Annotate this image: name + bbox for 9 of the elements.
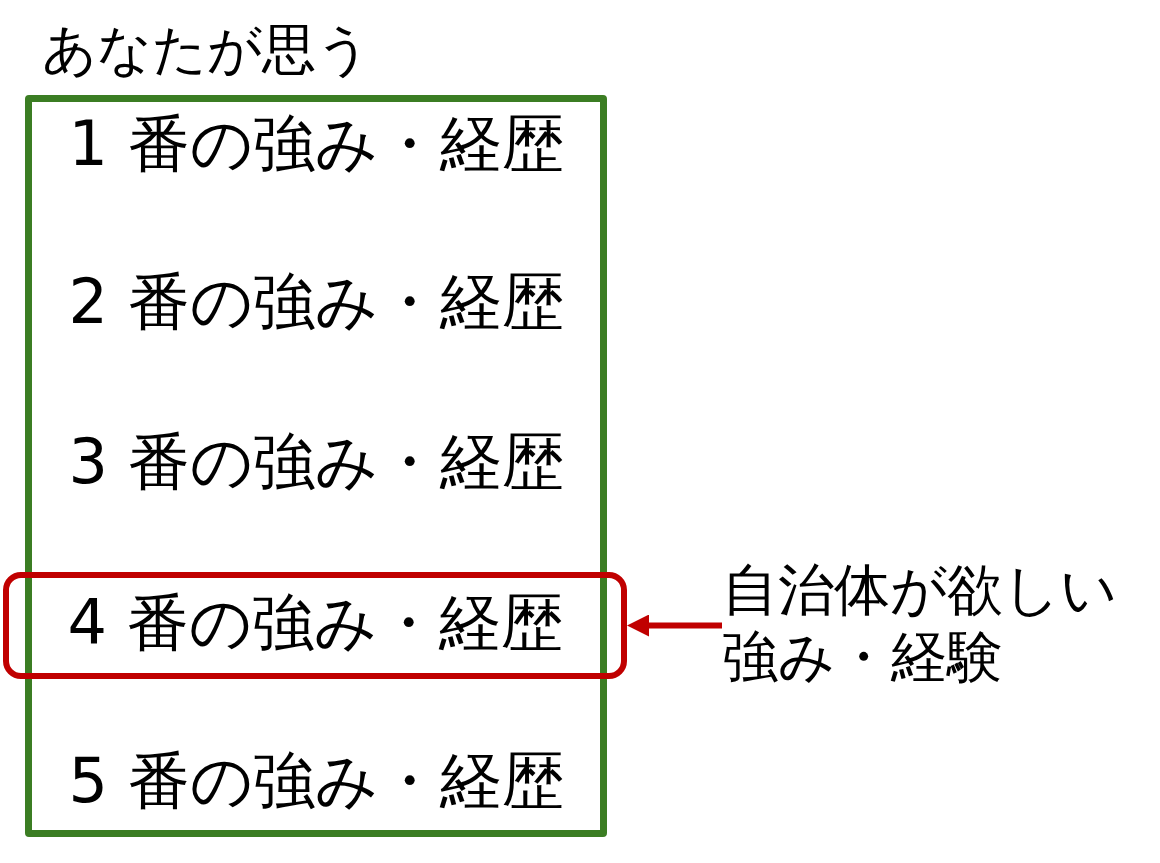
callout-text: 自治体が欲しい強み・経験: [722, 556, 1134, 692]
list-item: 2 番の強み・経歴: [68, 265, 564, 337]
list-item: 3 番の強み・経歴: [68, 425, 564, 497]
list-item: 1 番の強み・経歴: [68, 107, 564, 179]
list-heading: あなたが思う: [42, 19, 371, 81]
highlight-box: [3, 572, 627, 679]
arrow: [627, 614, 722, 637]
list-item: 4 番の強み・経歴: [67, 586, 563, 658]
list-item: 5 番の強み・経歴: [68, 744, 564, 816]
